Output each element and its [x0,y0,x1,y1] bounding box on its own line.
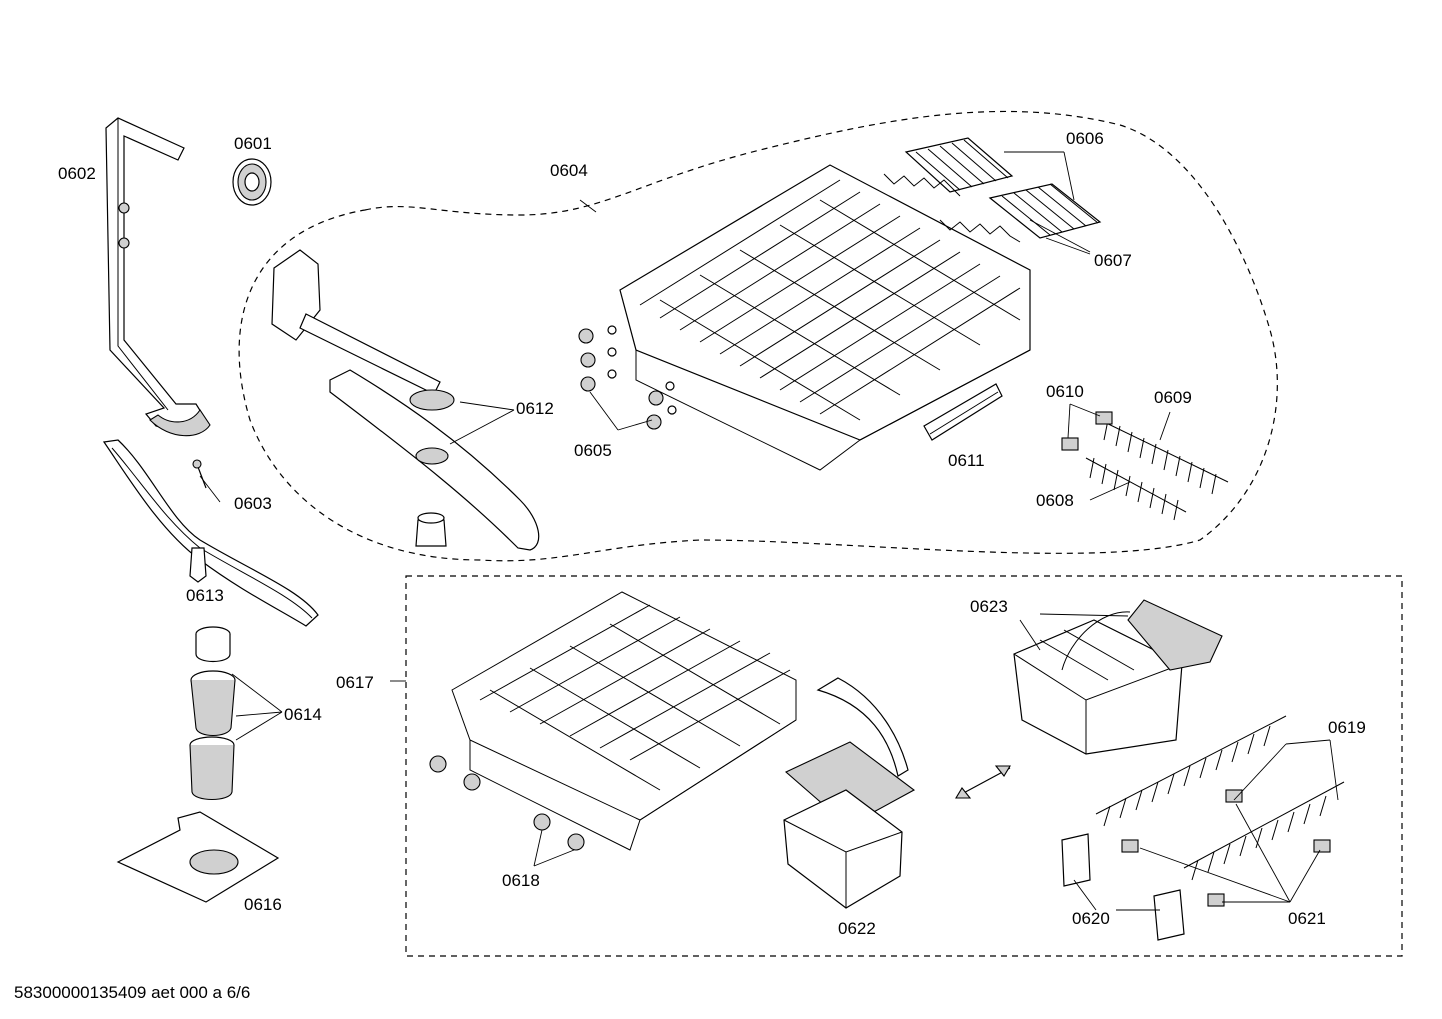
label-0611: 0611 [948,451,985,470]
rail-strips-part [883,173,1021,243]
label-0620: 0620 [1072,909,1110,928]
basket-handle-part [923,383,1003,441]
label-0622: 0622 [838,919,876,938]
lower-basket-part [429,591,797,851]
upper-assembly-boundary [238,110,1278,562]
cutlery-basket-lid-part [1013,599,1223,755]
label-0614: 0614 [284,705,322,724]
label-0602: 0602 [58,164,96,183]
swap-arrow-icon [955,765,1011,799]
label-0613: 0613 [186,586,224,605]
spray-pipe-part [105,117,211,437]
lower-spray-arm-part [102,439,319,627]
screw-part [192,459,207,489]
label-0609: 0609 [1154,388,1192,407]
label-0621: 0621 [1288,909,1326,928]
label-0619: 0619 [1328,718,1366,737]
label-0612: 0612 [516,399,554,418]
leader-lines [199,151,1339,911]
label-0617: 0617 [336,673,374,692]
label-0608: 0608 [1036,491,1074,510]
label-0601: 0601 [234,134,272,153]
document-id-footer: 58300000135409 aet 000 a 6/6 [14,983,250,1002]
lower-tines-part [1061,715,1345,941]
label-0604: 0604 [550,161,588,180]
label-0607: 0607 [1094,251,1132,270]
tine-rows-part [1061,411,1229,521]
cutlery-basket-part [783,677,916,909]
cup-rack-part [904,137,1102,239]
upper-basket-part [619,164,1031,471]
label-0605: 0605 [574,441,612,460]
label-0606: 0606 [1066,129,1104,148]
upper-spray-arm-part [271,249,540,551]
label-0603: 0603 [234,494,272,513]
cover-plate-part [116,811,280,903]
filter-set-part [189,626,236,801]
label-0623: 0623 [970,597,1008,616]
filter-disc-part [232,158,272,206]
lower-assembly-boundary [405,575,1403,957]
label-0618: 0618 [502,871,540,890]
label-0610: 0610 [1046,382,1084,401]
label-0616: 0616 [244,895,282,914]
upper-rollers-part [578,325,677,430]
